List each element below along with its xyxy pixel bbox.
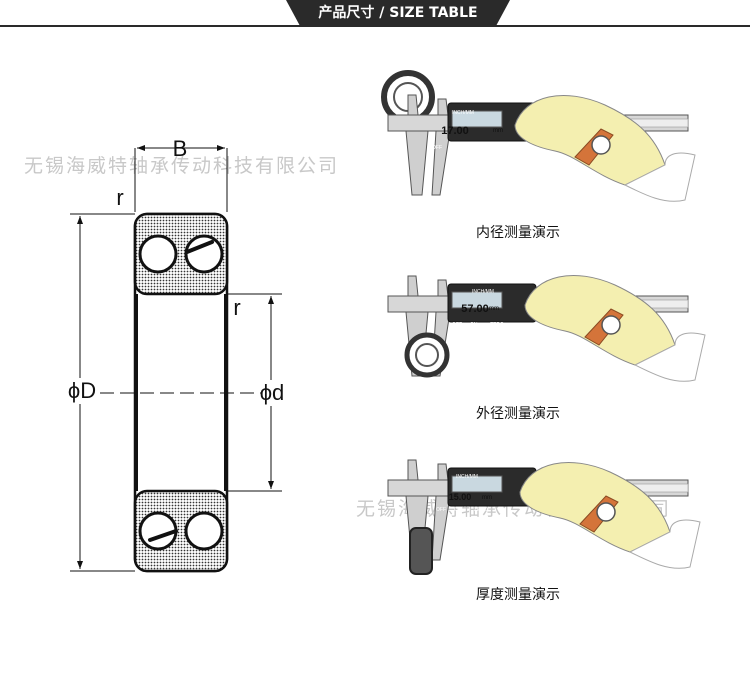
hand-icon bbox=[519, 461, 701, 570]
caliper-zero-label: ZERO bbox=[470, 145, 484, 151]
page-title: 产品尺寸 / SIZE TABLE bbox=[286, 0, 510, 26]
caption-inner-diameter: 内径测量演示 bbox=[476, 225, 560, 241]
caliper-off-label: OFF bbox=[432, 145, 442, 151]
caliper-mode-label: INCH/MM bbox=[472, 289, 494, 295]
caliper-unit: mm bbox=[489, 306, 499, 312]
caliper-on-label: ON bbox=[452, 145, 460, 151]
hand-icon bbox=[514, 94, 696, 203]
caption-thickness: 厚度测量演示 bbox=[476, 587, 560, 603]
inner-diameter-label: ϕd bbox=[260, 380, 285, 405]
hand-icon bbox=[524, 274, 706, 383]
caption-outer-diameter: 外径测量演示 bbox=[476, 406, 560, 422]
caliper-unit: mm bbox=[482, 495, 492, 501]
caliper-reading: 15.00 bbox=[449, 492, 472, 502]
caliper-unit: mm bbox=[493, 128, 503, 134]
caliper-off-label: OFF bbox=[436, 507, 446, 513]
watermark-left: 无锡海威特轴承传动科技有限公司 bbox=[24, 155, 340, 177]
caliper-reading: 17.00 bbox=[441, 125, 469, 137]
ball-bottom-right bbox=[184, 511, 224, 551]
header-rule bbox=[0, 25, 750, 27]
width-label: B bbox=[173, 136, 188, 161]
caliper-on-label: ON bbox=[470, 322, 478, 328]
bearing-top-section bbox=[133, 212, 229, 296]
ball-top-left bbox=[138, 234, 178, 274]
bearing-sample-icon bbox=[409, 527, 433, 575]
caliper-reading: 57.00 bbox=[461, 303, 489, 315]
caliper-off-label: OFF bbox=[452, 322, 462, 328]
inner-chamfer-label: r bbox=[233, 295, 240, 320]
bearing-diagram: B r r ϕD ϕd bbox=[60, 136, 294, 573]
ball-top-right bbox=[184, 234, 224, 274]
demo-thickness: 15.00 mm INCH/MM OFF ON ZERO bbox=[387, 459, 701, 575]
outer-diameter-label: ϕD bbox=[68, 378, 96, 403]
demo-inner-diameter: 17.00 mm INCH/MM OFF ON ZERO bbox=[381, 70, 696, 203]
bearing-bottom-section bbox=[133, 489, 229, 573]
caliper-zero-label: ZERO bbox=[474, 507, 488, 513]
caliper-mode-label: INCH/MM bbox=[452, 110, 474, 116]
demo-outer-diameter: 57.00 mm INCH/MM OFF ON ZERO bbox=[387, 274, 706, 383]
outer-chamfer-label: r bbox=[116, 185, 123, 210]
caliper-on-label: ON bbox=[454, 507, 462, 513]
caliper-zero-label: ZERO bbox=[490, 322, 504, 328]
caliper-mode-label: INCH/MM bbox=[456, 474, 478, 480]
